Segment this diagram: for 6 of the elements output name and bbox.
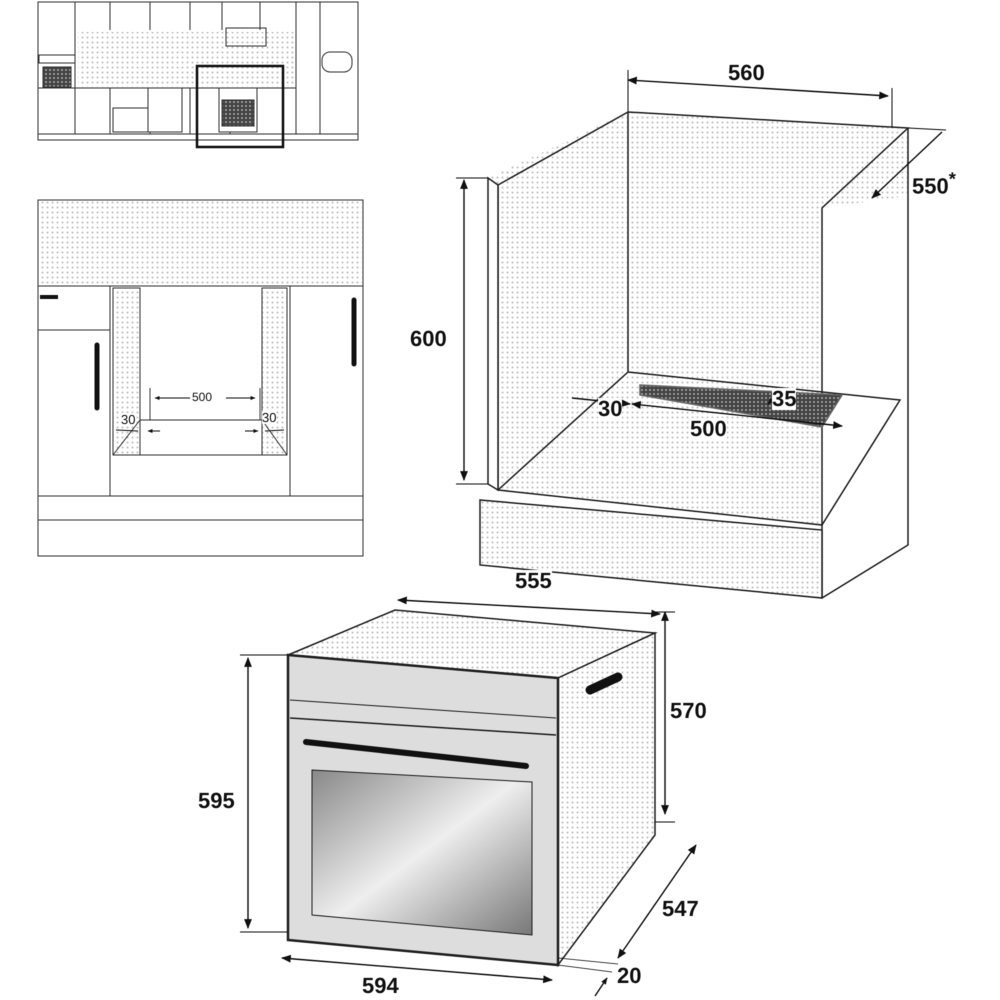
dimension-label: 35	[772, 388, 796, 410]
dimension-label: 30	[598, 398, 622, 420]
dimension-label: 30	[262, 411, 276, 424]
dimension-label: 500	[192, 391, 212, 403]
dimension-label: 30	[121, 413, 136, 426]
dimension-label: 500	[690, 418, 727, 440]
